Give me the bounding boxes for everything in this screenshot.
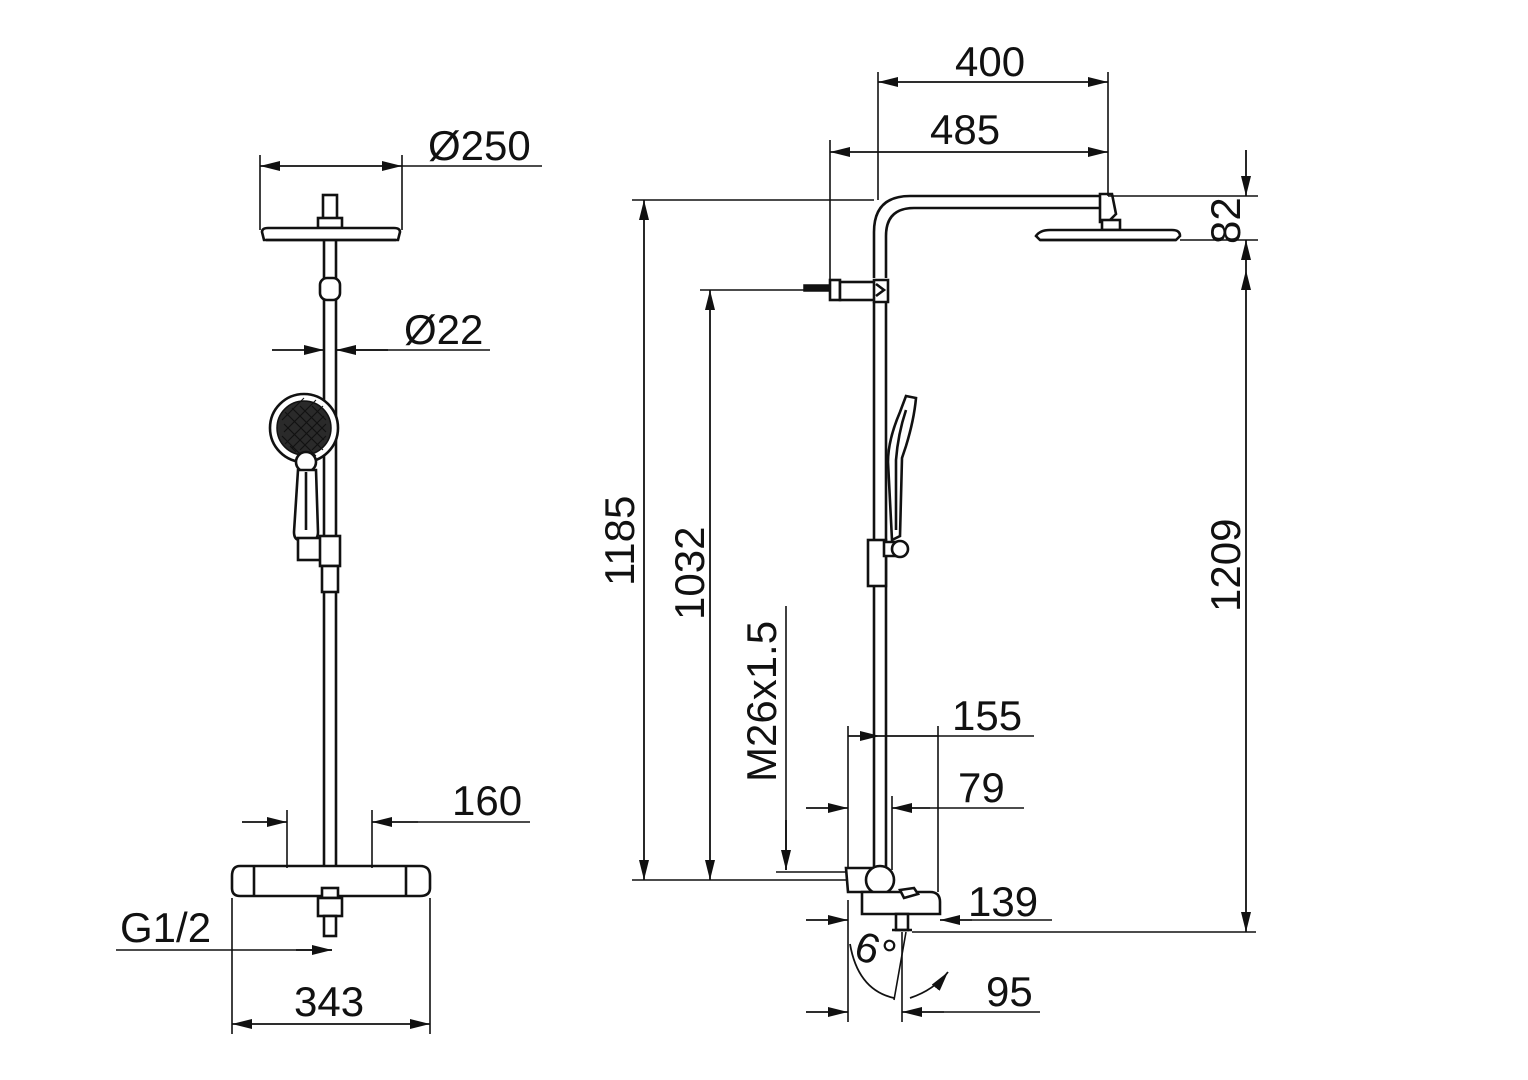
label-head-height: 82 [1202, 197, 1249, 244]
label-arm-reach-head: 400 [955, 38, 1025, 85]
hand-shower [268, 392, 342, 594]
hand-shower-side [866, 394, 918, 588]
dimension-inlet-thread: G1/2 [116, 904, 332, 955]
dimension-thermostat-width: 343 [231, 898, 431, 1034]
dimension-thermostat-center: 160 [242, 777, 530, 868]
dimension-total-height: 1185 [596, 199, 874, 881]
label-head-diameter: Ø250 [428, 122, 531, 169]
label-wall-bracket-height: 1032 [666, 527, 713, 620]
label-thermostat-width: 343 [294, 978, 364, 1025]
label-head-to-thermostat: 1209 [1202, 519, 1249, 612]
label-pipe-diameter: Ø22 [404, 306, 483, 353]
dimension-head-to-thermostat: 1209 [912, 270, 1256, 933]
dimension-thermostat-depth: 155 [847, 692, 1034, 892]
side-view: 400 485 82 1185 1032 [596, 38, 1258, 1022]
label-inlet-thread: G1/2 [120, 904, 211, 951]
dimension-spout-depth: 95 [806, 900, 1040, 1022]
shower-arm [872, 192, 1118, 278]
thermostat-side [844, 864, 942, 932]
front-view: Ø250 Ø22 160 G1/2 343 [116, 122, 542, 1034]
label-thermostat-center: 160 [452, 777, 522, 824]
label-spout-depth: 95 [986, 968, 1033, 1015]
overhead-shower-head [260, 193, 402, 242]
dimension-head-diameter: Ø250 [259, 122, 542, 230]
dimension-spout-projection: 139 [806, 878, 1052, 925]
label-total-height: 1185 [596, 496, 643, 586]
dimension-pipe-diameter: Ø22 [272, 306, 490, 355]
overhead-head-side [1034, 218, 1182, 242]
wall-bracket [803, 278, 890, 304]
dimension-head-height: 82 [1108, 150, 1258, 270]
label-thermostat-depth: 155 [952, 692, 1022, 739]
label-spout-projection: 139 [968, 878, 1038, 925]
dimension-wall-bracket-height: 1032 [666, 289, 806, 880]
dimension-pipe-offset: 79 [806, 764, 1024, 870]
label-thread-spec: M26x1.5 [738, 621, 785, 782]
dimension-arm-reach-total: 485 [829, 106, 1108, 286]
dimension-thread-spec: M26x1.5 [738, 606, 846, 873]
dimension-tilt-angle: 6° [849, 922, 949, 1022]
label-pipe-offset: 79 [958, 764, 1005, 811]
thermostat-body [230, 864, 432, 938]
label-arm-reach-total: 485 [930, 106, 1000, 153]
dimension-arm-reach-head: 400 [877, 38, 1109, 200]
